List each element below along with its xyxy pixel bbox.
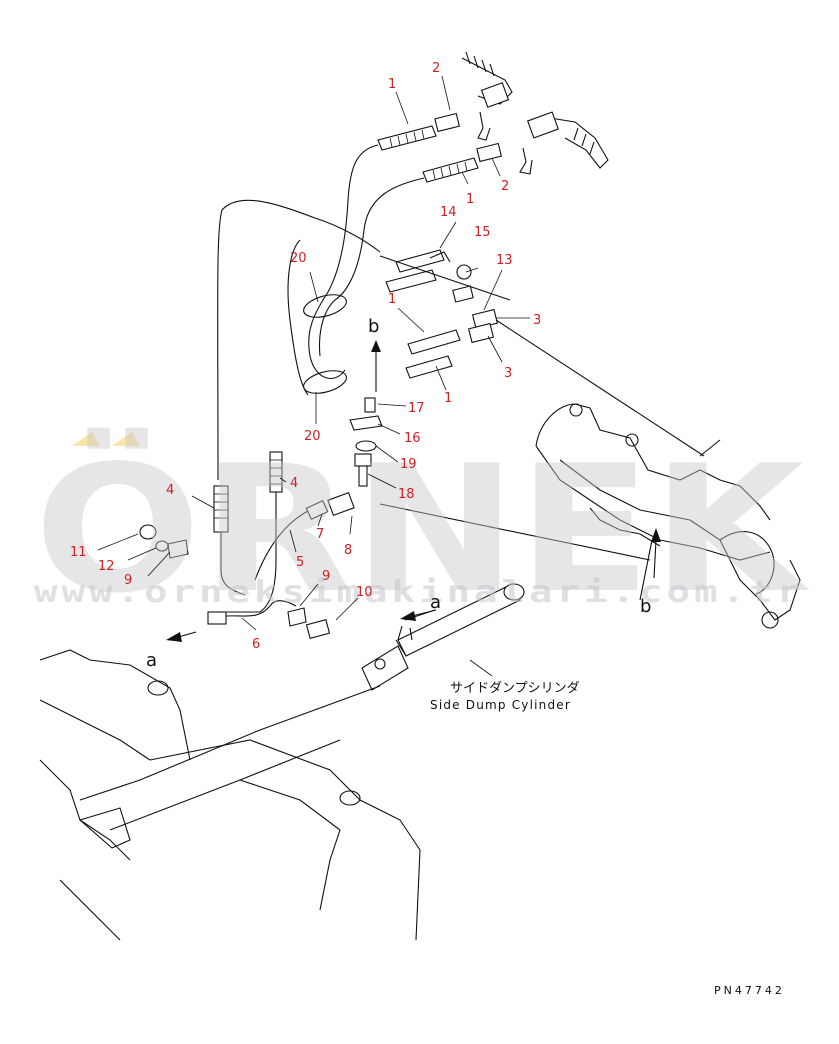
part-number: PN47742: [714, 984, 785, 997]
callout-1: 1: [388, 292, 396, 307]
watermark-accent-icon: [72, 432, 140, 446]
cylinder-label-japanese: サイドダンプシリンダ: [450, 681, 580, 696]
pipe-5: [254, 509, 311, 581]
cylinder-label-english: Side Dump Cylinder: [430, 698, 571, 712]
callout-6: 6: [252, 637, 260, 652]
callout-9: 9: [124, 573, 132, 588]
callout-20: 20: [290, 251, 307, 266]
callout-1: 1: [388, 77, 396, 92]
callout-19: 19: [400, 457, 417, 472]
callout-13: 13: [496, 253, 513, 268]
cylinder-label: サイドダンプシリンダ Side Dump Cylinder: [430, 681, 580, 712]
pipe-6: [225, 600, 297, 617]
callout-20: 20: [304, 429, 321, 444]
reference-arrows: b b a a: [146, 316, 661, 671]
ref-letter-b: b: [368, 316, 379, 337]
callout-3: 3: [533, 313, 541, 328]
callout-3: 3: [504, 366, 512, 381]
watermark-brand: ÖRNEK: [34, 427, 810, 632]
side-dump-cylinder: [361, 583, 525, 691]
callout-11: 11: [70, 545, 87, 560]
line-art: [39, 51, 801, 941]
frame-right: [535, 403, 801, 629]
leader-lines: [97, 75, 530, 631]
hose-loop-outer: [308, 144, 379, 380]
callout-2: 2: [501, 179, 509, 194]
fitting-right-elbow: [519, 111, 609, 175]
callout-16: 16: [404, 431, 421, 446]
callout-12: 12: [98, 559, 115, 574]
hose-upper-2: [422, 142, 503, 183]
watermark: ÖRNEK www.orneksimakinalari.com.tr: [34, 427, 810, 632]
callout-1: 1: [466, 192, 474, 207]
hose-upper-1: [377, 112, 461, 151]
callout-5: 5: [296, 555, 304, 570]
ref-letter-b: b: [640, 596, 651, 617]
callout-15: 15: [474, 225, 491, 240]
callout-7: 7: [316, 527, 324, 542]
hose-loop-left: [217, 199, 316, 481]
callout-4: 4: [290, 476, 298, 491]
callout-10: 10: [356, 585, 373, 600]
callout-9: 9: [322, 569, 330, 584]
hose-vertical-4: [207, 451, 283, 625]
ref-letter-a: a: [430, 592, 441, 613]
callout-8: 8: [344, 543, 352, 558]
callout-14: 14: [440, 205, 457, 220]
watermark-url: www.orneksimakinalari.com.tr: [34, 575, 804, 610]
callout-17: 17: [408, 401, 425, 416]
ref-letter-a: a: [146, 650, 157, 671]
callout-18: 18: [398, 487, 415, 502]
callout-2: 2: [432, 61, 440, 76]
frame-left: [39, 649, 421, 941]
bolt-stack: [349, 397, 383, 487]
callout-4: 4: [166, 483, 174, 498]
callout-1: 1: [444, 391, 452, 406]
hose-loop-inner: [318, 177, 425, 357]
hose-group-mid: [379, 249, 705, 457]
callout-numbers: 1 2 1 2 14 15 13 20 1 3 3 1 17 20 16 19 …: [70, 61, 541, 652]
fitting-upper-elbow: [461, 51, 513, 141]
